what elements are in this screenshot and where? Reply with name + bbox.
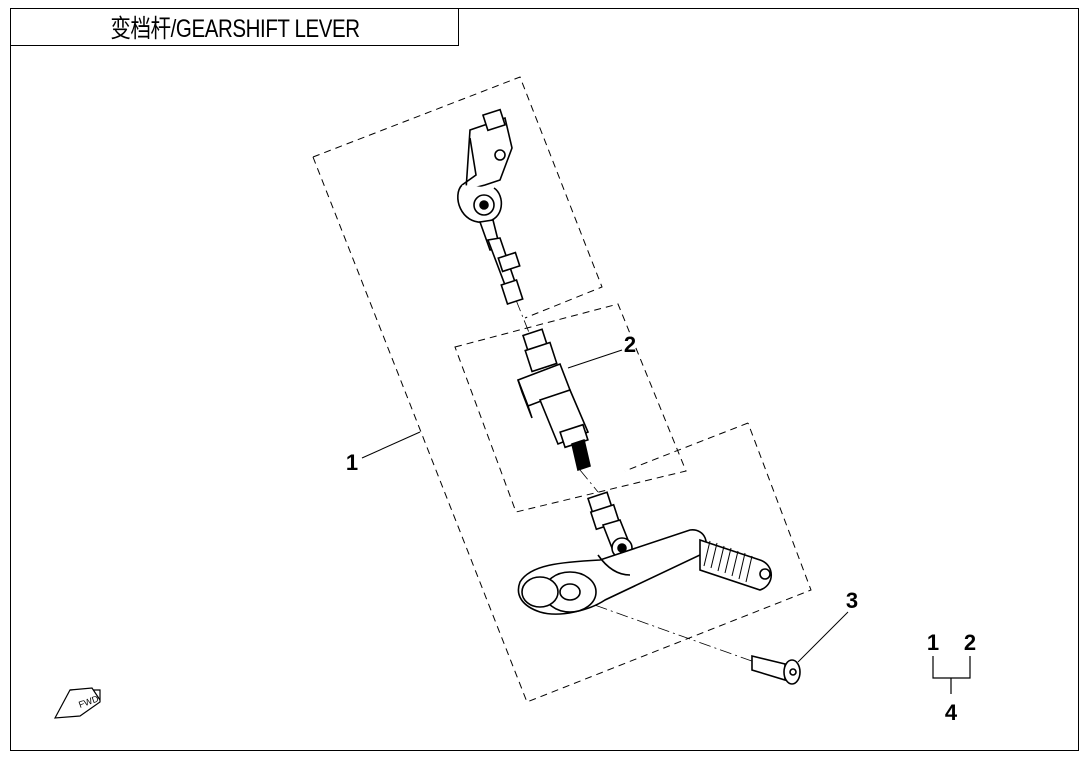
callout-2: 2: [624, 332, 636, 357]
leader-line-1: [361, 431, 421, 459]
drawing-frame: [10, 8, 1079, 751]
callout-3: 3: [846, 588, 858, 613]
bolt-part-3: [751, 654, 801, 685]
linkage-end-lower: [587, 491, 633, 559]
title-box: 变档杆/GEARSHIFT LEVER: [10, 8, 459, 46]
assembly-outline-1: [312, 76, 603, 319]
pedal-grip: [699, 538, 773, 591]
leader-line-3: [797, 611, 849, 663]
legend-item-b: 2: [964, 630, 976, 655]
leader-line-2: [567, 349, 623, 369]
shift-arm-upper: [457, 108, 524, 305]
adjuster-part-2: [516, 328, 591, 472]
axis-line-middle: [579, 469, 599, 493]
axis-line-bolt: [574, 597, 761, 665]
callout-1: 1: [346, 450, 358, 475]
legend-total: 4: [945, 700, 958, 725]
assembly-outline-3: [624, 422, 749, 472]
gear-pedal: [517, 529, 707, 615]
assembly-outline-2: [454, 303, 687, 513]
fwd-arrow-icon: [53, 687, 101, 719]
legend-bracket: [932, 656, 971, 694]
axis-line-upper: [515, 299, 531, 336]
legend-item-a: 1: [927, 630, 939, 655]
assembly-outline-1-side: [312, 156, 812, 703]
page-title: 变档杆/GEARSHIFT LEVER: [109, 15, 360, 43]
